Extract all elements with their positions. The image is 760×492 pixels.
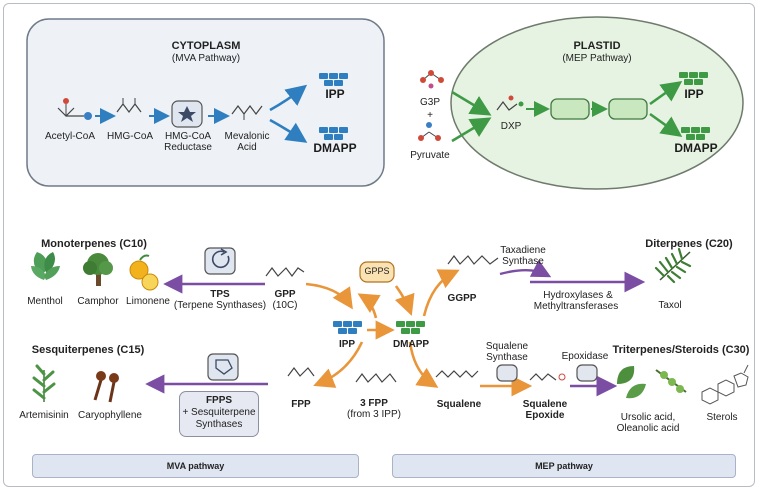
- mep-pathway-legend: MEP pathway: [392, 454, 736, 478]
- sterols-icon: [701, 364, 749, 405]
- epoxidase-enzyme: [576, 364, 598, 382]
- cycle-icon: [211, 250, 230, 269]
- monoterpenes-title: Monoterpenes (C10): [41, 238, 147, 250]
- squalene-synthase-label-2: Synthase: [486, 352, 528, 363]
- gpp-carbon-label: (10C): [272, 300, 298, 311]
- ursolic-label-1: Ursolic acid,: [620, 412, 676, 423]
- triterpenes-title: Triterpenes/Steroids (C30): [612, 344, 750, 356]
- dmapp-plastid-label: DMAPP: [674, 141, 718, 155]
- hydroxylases-label: Hydroxylases &: [543, 290, 613, 301]
- sterols-label: Sterols: [706, 412, 738, 423]
- gpp-label: GPP: [274, 289, 296, 300]
- three-fpp-note: (from 3 IPP): [347, 409, 401, 420]
- gpps-label: GPPS: [364, 266, 390, 276]
- taxol-icon: [654, 247, 692, 284]
- artemisinin-icon: [32, 364, 56, 402]
- ring-icon: [215, 359, 233, 375]
- squalene-molecule: [435, 370, 479, 378]
- pyruvate-molecule: [418, 122, 441, 141]
- g3p-molecule: [420, 70, 444, 89]
- ipp-center-blocks: [333, 321, 362, 334]
- fpps-enzyme: [207, 353, 239, 381]
- ipp-plastid-label: IPP: [684, 87, 704, 101]
- fpp-molecule: [287, 367, 315, 377]
- caryophyllene-icon: [93, 371, 119, 403]
- mevalonic-acid-molecule: [231, 105, 263, 115]
- hmg-coa-molecule: [116, 103, 142, 113]
- ipp-center-label: IPP: [338, 339, 356, 350]
- mva-pathway-label: MVA pathway: [166, 461, 225, 471]
- squalene-synthase-label-1: Squalene: [485, 341, 529, 352]
- cytoplasm-compartment: [26, 18, 385, 187]
- g3p-label: G3P: [419, 97, 440, 108]
- ursolic-acid-icon: [617, 366, 687, 399]
- menthol-icon: [31, 252, 60, 280]
- fpps-box: [179, 391, 259, 437]
- menthol-label: Menthol: [27, 296, 63, 307]
- ursolic-label-2: Oleanolic acid: [616, 423, 680, 434]
- reductase-label-2: Reductase: [164, 142, 212, 153]
- plus-label: +: [427, 110, 433, 121]
- plastid-subtitle: (MEP Pathway): [562, 53, 632, 64]
- taxadiene-label-2: Synthase: [502, 256, 544, 267]
- hmg-coa-label: HMG-CoA: [106, 131, 154, 142]
- fpps-label: FPPS: [205, 395, 233, 406]
- tps-label: TPS: [210, 289, 230, 300]
- limonene-icon: [129, 254, 159, 291]
- mep-pathway-label: MEP pathway: [535, 461, 593, 471]
- figure-frame: [3, 3, 755, 487]
- taxol-label: Taxol: [658, 300, 682, 311]
- three-fpp-molecule: [355, 373, 397, 383]
- dxp-molecule: [496, 101, 518, 111]
- squalene-epoxide-label-2: Epoxide: [525, 410, 565, 421]
- reductase-label-1: HMG-CoA: [164, 131, 212, 142]
- ggpp-molecule: [447, 255, 499, 265]
- epoxidase-label: Epoxidase: [561, 351, 609, 362]
- ggpp-label: GGPP: [447, 293, 477, 304]
- dmapp-cyto-label: DMAPP: [313, 141, 357, 155]
- squalene-synthase-enzyme: [496, 364, 518, 382]
- caryophyllene-label: Caryophyllene: [78, 410, 142, 421]
- limonene-label: Limonene: [126, 296, 170, 307]
- fpp-label: FPP: [291, 399, 311, 410]
- artemisinin-label: Artemisinin: [19, 410, 69, 421]
- acetyl-coa-label: Acetyl-CoA: [44, 131, 95, 142]
- gpp-molecule: [265, 267, 305, 277]
- pyruvate-label: Pyruvate: [410, 150, 450, 161]
- squalene-epoxide-label-1: Squalene: [522, 399, 568, 410]
- sesquiterpenes-title: Sesquiterpenes (C15): [31, 344, 145, 356]
- gpps-enzyme: [359, 261, 395, 283]
- dmapp-center-blocks: [396, 321, 425, 334]
- mva-pathway-legend: MVA pathway: [32, 454, 359, 478]
- diterpenes-title: Diterpenes (C20): [645, 238, 733, 250]
- fpps-label-2: + Sesquiterpene: [182, 407, 256, 418]
- taxadiene-label-1: Taxadiene: [500, 245, 546, 256]
- camphor-icon: [83, 253, 113, 286]
- camphor-label: Camphor: [77, 296, 119, 307]
- tps-enzyme: [204, 247, 236, 275]
- mevalonic-label-1: Mevalonic: [224, 131, 270, 142]
- acetyl-coa-molecule: [57, 98, 92, 120]
- mevalonic-label-2: Acid: [237, 142, 257, 153]
- cytoplasm-subtitle: (MVA Pathway): [171, 53, 241, 64]
- mep-enzyme-2: [608, 98, 648, 120]
- dxp-label: DXP: [500, 121, 522, 132]
- fpps-label-3: Synthases: [195, 419, 243, 430]
- tps-full-label: (Terpene Synthases): [173, 300, 267, 311]
- mep-enzyme-1: [550, 98, 590, 120]
- ipp-cyto-label: IPP: [325, 87, 345, 101]
- three-fpp-label: 3 FPP: [360, 398, 388, 409]
- squalene-label: Squalene: [436, 399, 482, 410]
- dmapp-center-label: DMAPP: [392, 339, 430, 350]
- methyltransferases-label: Methyltransferases: [533, 301, 619, 312]
- plastid-title: PLASTID: [573, 40, 621, 52]
- cytoplasm-title: CYTOPLASM: [171, 40, 241, 52]
- squalene-epoxide-molecule: [529, 373, 557, 381]
- star-icon: [178, 106, 196, 122]
